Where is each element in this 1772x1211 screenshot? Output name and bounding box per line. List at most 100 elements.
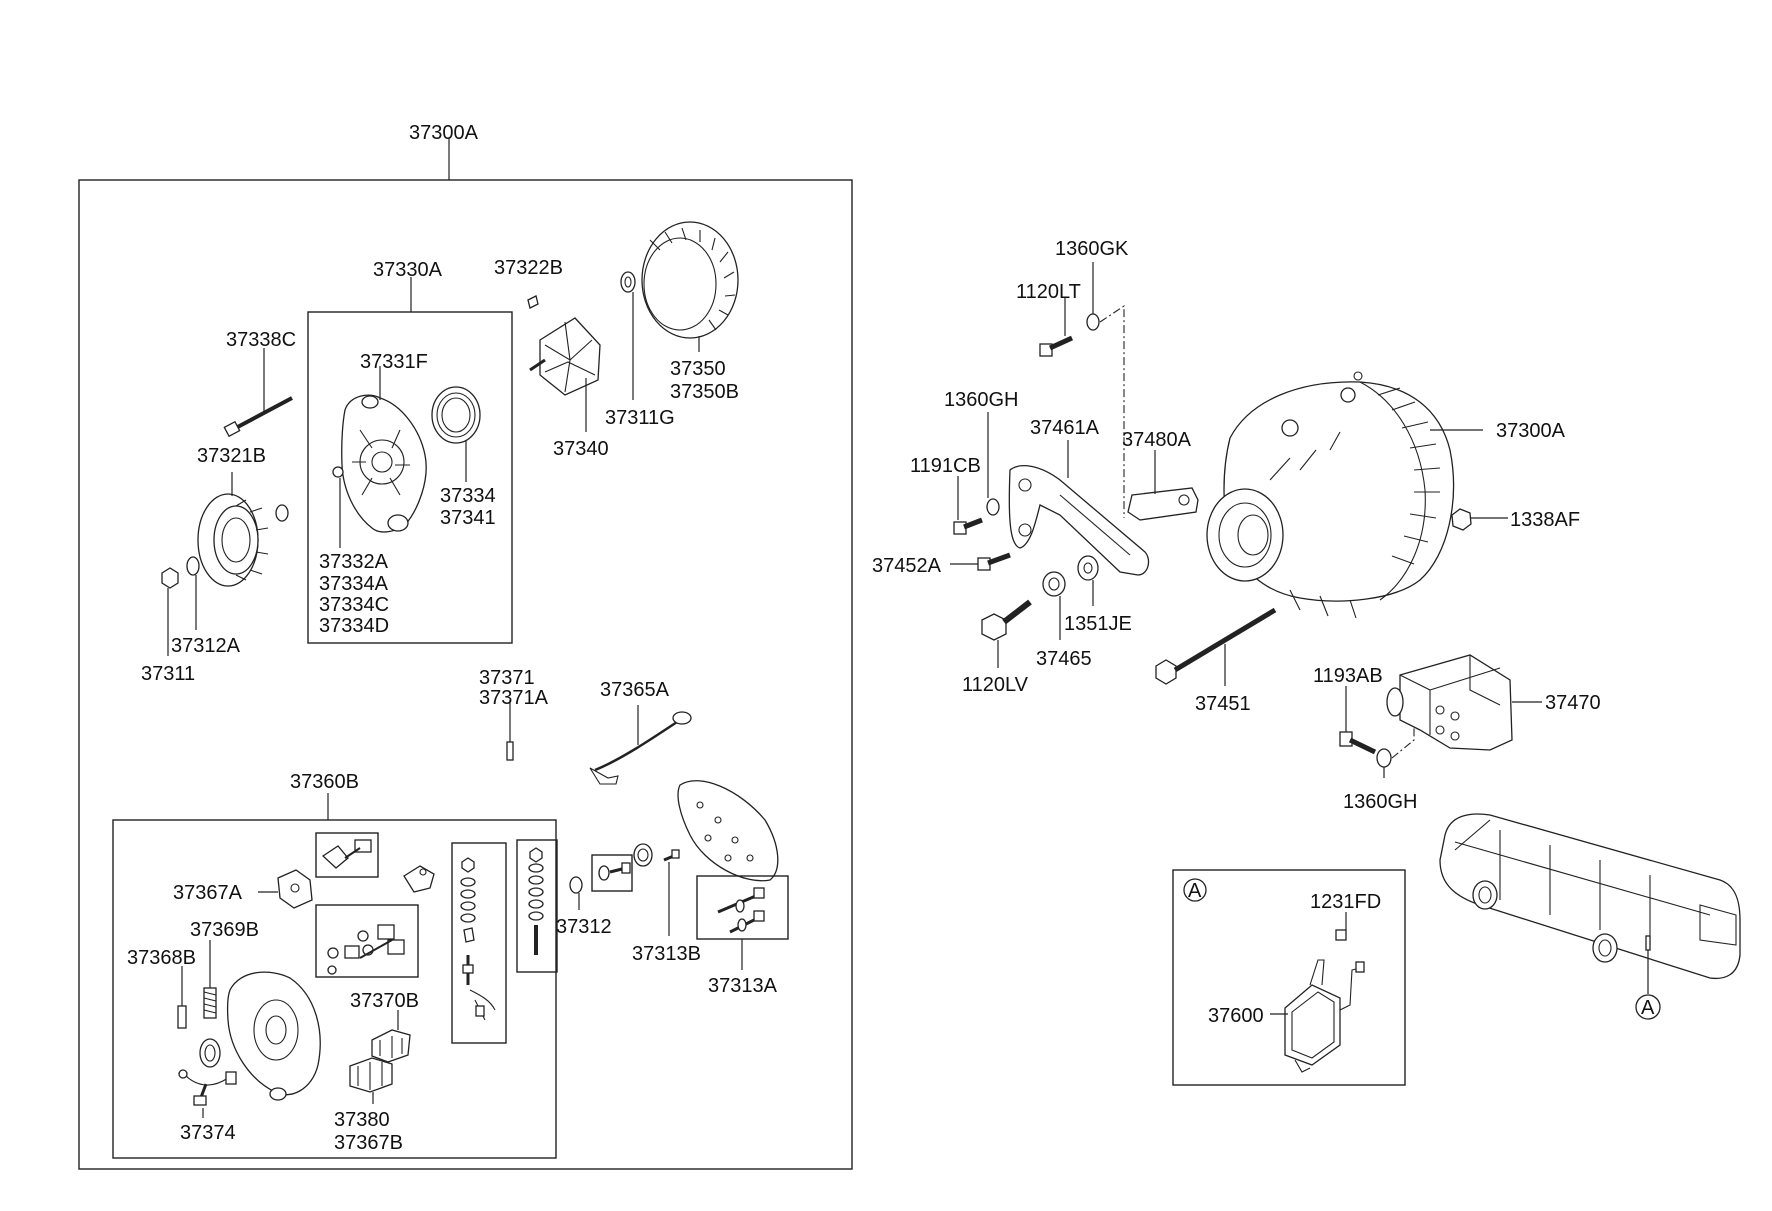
label-1191CB: 1191CB: [910, 455, 981, 477]
rotor-37340: 37340: [529, 317, 609, 460]
label-A-box: A: [1188, 880, 1202, 902]
label-37340: 37340: [553, 438, 609, 460]
bracket-37461A: 37461A: [1008, 417, 1150, 576]
bearing-37334: 37334 37341: [431, 386, 496, 529]
label-1360GH-bottom: 1360GH: [1343, 791, 1418, 813]
label-37322B: 37322B: [494, 257, 563, 279]
nut-37311: 37311: [141, 567, 195, 685]
label-A-bus: A: [1641, 997, 1655, 1019]
label-37371: 37371: [479, 667, 535, 689]
label-37380: 37380: [334, 1109, 390, 1131]
terminal-stack-box-2: [516, 839, 558, 973]
bolt-1191CB: 1191CB: [910, 455, 983, 535]
label-37367A: 37367A: [173, 882, 243, 904]
bracket-37470: 37470: [1386, 654, 1601, 751]
bolt-1193AB: 1193AB: [1313, 665, 1383, 755]
label-37461A: 37461A: [1030, 417, 1100, 439]
label-37334C: 37334C: [319, 594, 389, 616]
adjust-bar-37480A: 37480A: [1122, 429, 1199, 521]
label-37365A: 37365A: [600, 679, 670, 701]
screw-37313B: 37313B: [632, 843, 701, 965]
bus-illustration: A: [1439, 813, 1741, 1020]
label-37313A: 37313A: [708, 975, 778, 997]
label-37334: 37334: [440, 485, 496, 507]
label-1338AF: 1338AF: [1510, 509, 1580, 531]
label-1231FD: 1231FD: [1310, 891, 1381, 913]
label-37312: 37312: [556, 916, 612, 938]
brush-holder-37367A: 37367A: [173, 869, 313, 909]
label-37321B: 37321B: [197, 445, 266, 467]
terminal-bracket: [403, 865, 435, 893]
spring-37369B: 37369B: [190, 919, 259, 1019]
label-37331F: 37331F: [360, 351, 428, 373]
label-37370B: 37370B: [350, 990, 419, 1012]
module-37600: 37600: [1208, 959, 1365, 1073]
brush-37368B: 37368B: [127, 947, 196, 1029]
label-37374: 37374: [180, 1122, 236, 1144]
washer-37312: 37312: [556, 876, 612, 938]
label-37371A: 37371A: [479, 687, 549, 709]
bolt-37374: 37374: [178, 1069, 237, 1144]
label-1360GH-top: 1360GH: [944, 389, 1019, 411]
label-37312A: 37312A: [171, 635, 241, 657]
key-37322B: 37322B: [494, 257, 563, 309]
washer-1360GH-top: 1360GH: [944, 389, 1019, 516]
screw-kit-box-top: [315, 832, 379, 878]
alternator-37300A: 37300A: [1206, 371, 1566, 619]
label-1120LV: 1120LV: [962, 674, 1029, 696]
washer-1360GK: 1360GK: [1055, 238, 1129, 331]
label-37600: 37600: [1208, 1005, 1264, 1027]
stator-37350: 37350 37350B: [641, 221, 739, 403]
wire-37365A: 37365A: [589, 679, 692, 785]
label-37311: 37311: [141, 663, 195, 685]
washer-1351JE: 1351JE: [1064, 555, 1132, 635]
label-37350: 37350: [670, 358, 726, 380]
bolt-37332A: 37332A 37334A 37334C 37334D: [319, 466, 389, 637]
screw-kit-box-middle: [315, 904, 419, 978]
label-37338C: 37338C: [226, 329, 296, 351]
label-1120LT: 1120LT: [1016, 281, 1081, 303]
long-bolt-37451: 37451: [1155, 607, 1277, 715]
assembly-37330A-box: 37330A: [307, 259, 513, 644]
label-37480A: 37480A: [1122, 429, 1192, 451]
label-37452A: 37452A: [872, 555, 942, 577]
label-1351JE: 1351JE: [1064, 613, 1132, 635]
label-37367B: 37367B: [334, 1132, 403, 1154]
label-37300A-top: 37300A: [409, 122, 479, 144]
label-37334A: 37334A: [319, 573, 389, 595]
nut-1338AF: 1338AF: [1451, 508, 1580, 531]
regulator-37380: 37380 37367B: [334, 1057, 403, 1154]
label-37313B: 37313B: [632, 943, 701, 965]
label-37311G: 37311G: [605, 407, 675, 429]
terminal-stack-box-1: [451, 842, 507, 1044]
pulley-fan-37321B: 37321B: [197, 445, 289, 587]
label-37465: 37465: [1036, 648, 1092, 670]
label-37334D: 37334D: [319, 615, 389, 637]
rectifier-plate: [677, 780, 779, 882]
label-37341: 37341: [440, 507, 496, 529]
bolt-1120LT: 1120LT: [1016, 281, 1081, 357]
label-1360GK: 1360GK: [1055, 238, 1129, 260]
washer-37312A: 37312A: [171, 556, 241, 657]
spacer-37311G: 37311G: [605, 271, 675, 429]
rear-housing: [199, 971, 321, 1101]
through-bolt-37338C: 37338C: [223, 329, 296, 438]
bolt-37452A: 37452A: [872, 552, 1011, 577]
label-37350B: 37350B: [670, 381, 739, 403]
terminal-37371: 37371 37371A: [479, 667, 549, 761]
label-37470: 37470: [1545, 692, 1601, 714]
screw-set-37313A: 37313A: [696, 875, 789, 997]
label-37300A-right: 37300A: [1496, 420, 1566, 442]
front-housing-37331F: 37331F: [341, 351, 428, 533]
label-37360B: 37360B: [290, 771, 359, 793]
label-37332A: 37332A: [319, 551, 389, 573]
label-1193AB: 1193AB: [1313, 665, 1383, 687]
label-37368B: 37368B: [127, 947, 196, 969]
assembly-37360B-box: 37360B: [112, 771, 557, 1159]
brush-set-37370B: 37370B: [350, 990, 419, 1063]
bolt-kit-box: [591, 854, 633, 892]
label-37451: 37451: [1195, 693, 1251, 715]
screw-1231FD: 1231FD: [1310, 891, 1381, 941]
spacer-37465: 37465: [1036, 571, 1092, 670]
